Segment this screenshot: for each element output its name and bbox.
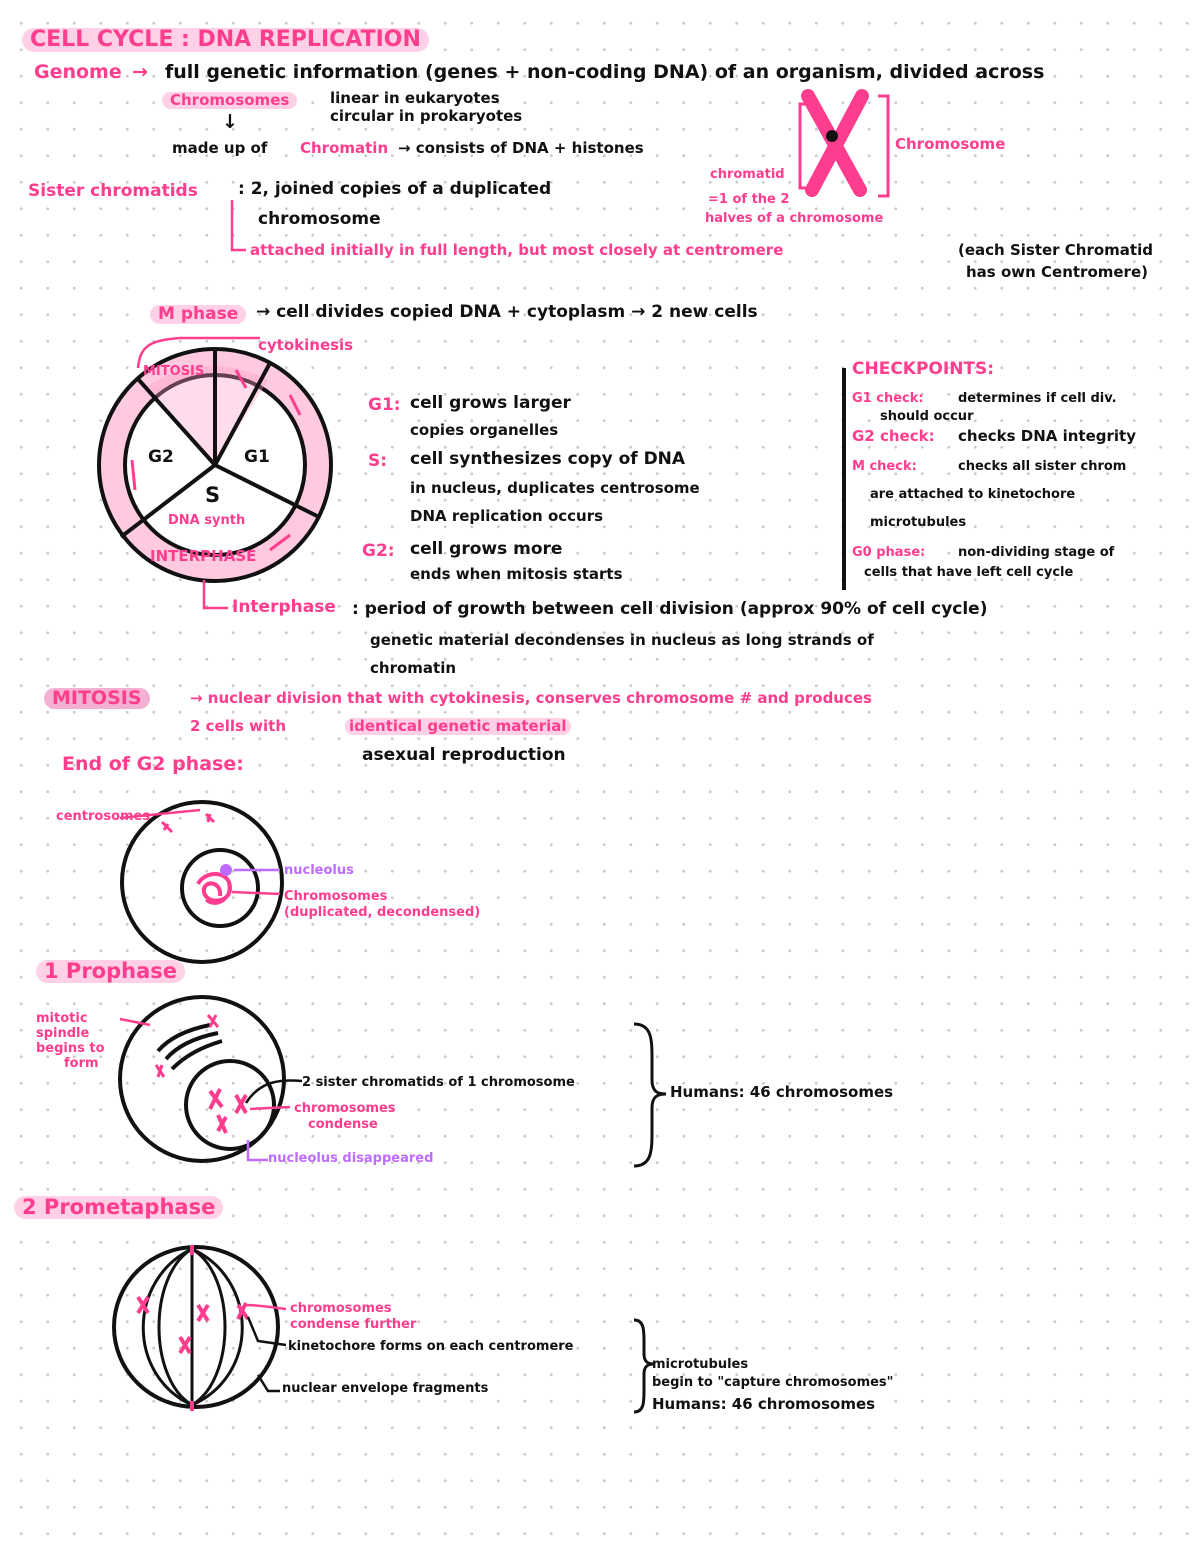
prometaphase-title: 2 Prometaphase [14,1195,224,1220]
genome-definition: full genetic information (genes + non-co… [165,61,1045,83]
chromosomes-condense-1: chromosomes [294,1101,396,1116]
interphase-arrow [202,580,228,610]
chromosomes-condense-2: condense [308,1117,378,1132]
g2-check-text: checks DNA integrity [958,427,1136,445]
nucleolus-disappeared: nucleolus disappeared [268,1151,434,1166]
g1-line1: cell grows larger [410,393,571,413]
chromosome-x-diagram [798,89,890,198]
dna-synth-label: DNA synth [168,513,246,528]
nuclear-envelope-label: nuclear envelope fragments [282,1381,489,1396]
made-up-of: made up of [172,139,268,157]
s-line1: cell synthesizes copy of DNA [410,449,686,469]
cytokinesis-label: cytokinesis [258,336,354,354]
sister-def-1: : 2, joined copies of a duplicated [238,179,552,199]
checkpoints-divider [842,368,846,590]
sister-chromatids-label: 2 sister chromatids of 1 chromosome [302,1075,575,1090]
m-check-text2: are attached to kinetochore [870,487,1076,502]
chromosomes-duplicated-2: (duplicated, decondensed) [284,905,481,920]
prometaphase-cell-diagram [112,1245,287,1411]
page-title: CELL CYCLE : DNA REPLICATION [22,27,429,53]
g2-cell-diagram [119,800,284,964]
g0-phase-text: non-dividing stage of [958,545,1115,560]
g2-line2: ends when mitosis starts [410,565,623,583]
chromosome-label: Chromosome [895,135,1006,153]
sister-note-1: (each Sister Chromatid [958,241,1153,259]
sister-note-2: has own Centromere) [966,263,1148,281]
g1-check-text2: should occur [880,409,974,424]
chromosomes-term: Chromosomes [162,92,298,109]
s-line2: in nucleus, duplicates centrosome [410,479,700,497]
sister-chromatids-term: Sister chromatids [28,181,198,201]
spindle-label-2: spindle [36,1026,90,1041]
s-label: S: [368,451,388,471]
centrosomes-label: centrosomes [56,809,151,824]
g1-line2: copies organelles [410,421,559,439]
g1-check-text: determines if cell div. [958,391,1117,406]
chromatid-label: chromatid [710,167,785,182]
sister-attached: attached initially in full length, but m… [250,241,784,259]
mitosis-term: MITOSIS [44,688,150,709]
kinetochore-label: kinetochore forms on each centromere [288,1339,574,1354]
m-check-label: M check: [852,459,917,474]
segment-s: S [205,483,221,507]
s-line3: DNA replication occurs [410,507,604,525]
mitosis-def2-prefix: 2 cells with [190,717,287,735]
cell-cycle-wheel [97,336,333,583]
chromatid-def-2: halves of a chromosome [705,211,884,226]
prophase-brace [633,1022,667,1168]
end-of-g2-heading: End of G2 phase: [62,753,244,775]
m-phase-def: → cell divides copied DNA + cytoplasm → … [256,302,758,322]
interphase-term: Interphase [232,597,336,617]
chromatid-def-1: =1 of the 2 [708,192,790,207]
microtubules-label-2: begin to "capture chromosomes" [652,1375,894,1390]
prophase-cell-diagram [118,995,303,1163]
segment-g1: G1 [244,447,270,467]
down-arrow: ↓ [222,111,238,133]
sister-arrow [230,200,246,252]
spindle-label-4: form [64,1056,99,1071]
prophase-humans: Humans: 46 chromosomes [670,1083,894,1101]
sister-def-2: chromosome [258,209,381,229]
genome-term: Genome [34,61,122,83]
segment-g2: G2 [148,447,174,467]
prometaphase-brace [633,1318,655,1414]
g0-phase-text2: cells that have left cell cycle [864,565,1074,580]
interphase-def: : period of growth between cell division… [352,599,988,619]
g1-label: G1: [368,395,401,415]
asexual-reproduction: asexual reproduction [362,745,566,765]
interphase-def3: chromatin [370,659,457,677]
g1-check-label: G1 check: [852,391,924,406]
interphase-ring-label: INTERPHASE [150,547,257,565]
microtubules-label-1: microtubules [652,1357,749,1372]
m-check-text: checks all sister chrom [958,459,1127,474]
g0-phase-label: G0 phase: [852,545,926,560]
g2-check-label: G2 check: [852,427,935,445]
m-phase-label: M phase [150,305,247,324]
spindle-label-1: mitotic [36,1011,88,1026]
g2-label: G2: [362,541,395,561]
checkpoints-title: CHECKPOINTS: [852,359,995,379]
prophase-title: 1 Prophase [36,959,185,984]
mitosis-segment-label: MITOSIS [143,364,205,379]
chromatin-definition: → consists of DNA + histones [398,139,644,157]
spindle-label-3: begins to [36,1041,105,1056]
mitosis-def2-highlight: identical genetic material [345,718,571,735]
m-check-text3: microtubules [870,515,967,530]
condense-further-2: condense further [290,1317,417,1332]
linear-note: linear in eukaryotes [330,89,500,107]
chromatin-term: Chromatin [300,139,389,157]
arrow: → [132,61,148,83]
prometaphase-humans: Humans: 46 chromosomes [652,1395,876,1413]
nucleolus-label: nucleolus [284,863,354,878]
nucleolus-arrow [246,1140,268,1162]
mitosis-def: → nuclear division that with cytokinesis… [190,689,872,707]
chromosomes-duplicated-1: Chromosomes [284,889,388,904]
condense-further-1: chromosomes [290,1301,392,1316]
g2-line1: cell grows more [410,539,563,559]
circular-note: circular in prokaryotes [330,107,523,125]
interphase-def2: genetic material decondenses in nucleus … [370,631,874,649]
